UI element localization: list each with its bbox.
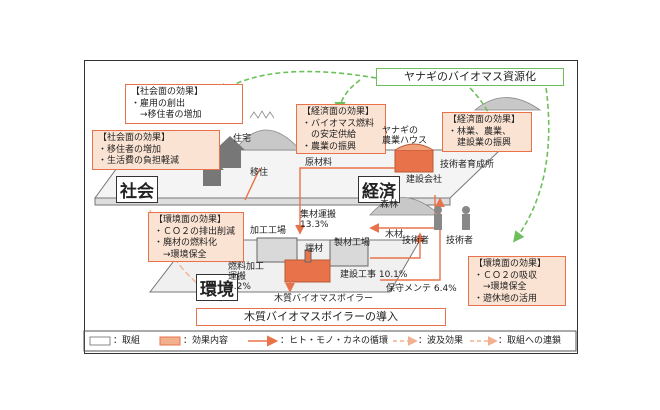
label-raw-material: 原材料 bbox=[305, 158, 333, 168]
sector-environment: 環境 bbox=[196, 274, 238, 301]
effect-box-social-left: 【社会面の効果】 ・移住者の増加 ・生活費の負担軽減 bbox=[92, 130, 220, 170]
effect-title: 【環境面の効果】 bbox=[474, 259, 547, 269]
engineer-icons bbox=[434, 206, 470, 230]
legend-effect: ：効果内容 bbox=[183, 336, 229, 346]
effect-line: →移住者の増加 bbox=[131, 110, 202, 120]
effect-box-env-right: 【環境面の効果】 ・ＣＯ２の吸収 →環境保全 ・遊休地の活用 bbox=[468, 256, 566, 306]
effect-box-econ-right: 【経済面の効果】 ・林業、農業、 建設業の振興 bbox=[442, 112, 532, 152]
label-sawmill: 製材工場 bbox=[334, 238, 371, 248]
legend-frame bbox=[83, 330, 577, 352]
bottom-title-box: 木質バイオマスボイラーの導入 bbox=[196, 308, 446, 326]
effect-title: 【経済面の効果】 bbox=[448, 115, 521, 125]
effect-line: →環境保全 bbox=[474, 282, 527, 292]
sector-society: 社会 bbox=[116, 176, 158, 203]
effect-box-econ-mid: 【経済面の効果】 ・バイオマス燃料 の安定供給 ・農業の振興 bbox=[296, 104, 386, 154]
effect-line: ・ＣＯ２の排出削減 bbox=[154, 226, 236, 237]
effect-title: 【社会面の効果】 bbox=[98, 133, 171, 143]
label-engineer-2: 技術者 bbox=[446, 236, 474, 246]
effect-line: ・農業の振興 bbox=[302, 141, 357, 152]
sector-economy: 経済 bbox=[358, 176, 400, 203]
legend-ripple: ：波及効果 bbox=[418, 336, 464, 346]
label-processing-plant: 加工工場 bbox=[250, 226, 287, 236]
effect-title: 【経済面の効果】 bbox=[302, 107, 375, 117]
legend-flow: ：ヒト・モノ・カネの循環 bbox=[280, 336, 389, 346]
label-migration: 移住 bbox=[250, 168, 269, 178]
effect-line: ・ＣＯ２の吸収 bbox=[474, 270, 538, 281]
effect-line: ・移住者の増加 bbox=[98, 144, 162, 155]
label-wood-transport: 集材運搬 13.3% bbox=[300, 210, 337, 230]
diagram-frame bbox=[84, 60, 578, 354]
effect-line: 建設業の振興 bbox=[448, 138, 512, 148]
effect-line: ・遊休地の活用 bbox=[474, 293, 538, 304]
legend-swatches bbox=[89, 335, 498, 347]
label-construction-work: 建設工事 10.1% bbox=[340, 270, 408, 280]
label-scrap-wood: 端材 bbox=[305, 244, 324, 254]
label-forest: 森林 bbox=[380, 200, 399, 210]
effect-line: ・廃材の燃料化 bbox=[154, 238, 218, 248]
legend-link: ：取組への連鎖 bbox=[498, 336, 562, 346]
label-yanagi-farm: ヤナギの 農業ハウス bbox=[382, 126, 428, 146]
effect-line: ・林業、農業、 bbox=[448, 126, 512, 137]
effect-box-social-top: 【社会面の効果】 ・雇用の創出 →移住者の増加 bbox=[125, 84, 243, 124]
label-engineer-school: 技術者育成所 bbox=[440, 160, 495, 170]
effect-title: 【社会面の効果】 bbox=[131, 87, 204, 97]
label-boiler: 木質バイオマスボイラー bbox=[274, 294, 374, 304]
factory-icons bbox=[256, 237, 369, 283]
legend-action: ：取組 bbox=[113, 336, 141, 346]
label-engineer-1: 技術者 bbox=[402, 236, 430, 246]
effect-line: ・生活費の負担軽減 bbox=[98, 156, 180, 166]
effect-line: の安定供給 bbox=[302, 130, 357, 140]
effect-line: ・バイオマス燃料 bbox=[302, 118, 375, 129]
effect-line: →環境保全 bbox=[154, 249, 207, 260]
effect-title: 【環境面の効果】 bbox=[154, 215, 227, 225]
top-title: ヤナギのバイオマス資源化 bbox=[404, 70, 536, 83]
effect-box-env-left: 【環境面の効果】 ・ＣＯ２の排出削減 ・廃材の燃料化 →環境保全 bbox=[148, 212, 244, 262]
label-fuel-transport: 燃料加工 運搬 4.2% bbox=[228, 262, 265, 292]
top-title-box: ヤナギのバイオマス資源化 bbox=[376, 68, 564, 86]
label-timber: 木材 bbox=[385, 230, 404, 240]
label-housing: 住宅 bbox=[233, 134, 252, 144]
greenhouse-icon bbox=[394, 143, 434, 173]
label-maintenance: 保守メンテ 6.4% bbox=[386, 284, 457, 294]
effect-line: ・雇用の創出 bbox=[131, 98, 186, 109]
label-construction-co: 建設会社 bbox=[406, 175, 443, 185]
bottom-title: 木質バイオマスボイラーの導入 bbox=[244, 310, 398, 323]
